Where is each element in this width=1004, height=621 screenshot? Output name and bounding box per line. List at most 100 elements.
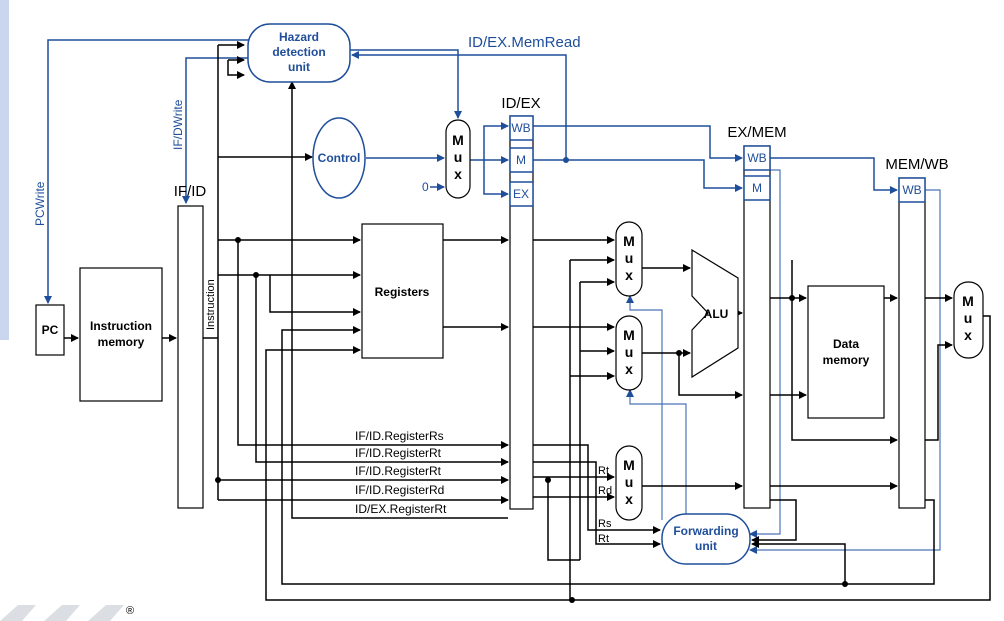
idex-ex-label: EX bbox=[513, 187, 529, 201]
exmem-rd-to-fwd bbox=[751, 499, 797, 544]
imem-label-2: memory bbox=[98, 335, 145, 349]
memwb-wb-label: WB bbox=[902, 183, 921, 197]
idex-ex-field bbox=[509, 181, 534, 207]
writeback-reg-line bbox=[281, 326, 935, 585]
signal-rt2-label: IF/ID.RegisterRt bbox=[355, 464, 442, 478]
destmux-x: x bbox=[625, 491, 633, 507]
control-unit bbox=[312, 117, 366, 199]
signal-idex-rt-label: ID/EX.RegisterRt bbox=[355, 502, 447, 516]
muxb-x: x bbox=[625, 361, 633, 377]
instruction-label: Instruction bbox=[205, 279, 217, 330]
small-rt-fwd-label: Rt bbox=[598, 533, 609, 545]
instruction-memory-block bbox=[79, 267, 163, 402]
exmem-m-field bbox=[743, 175, 771, 201]
fwd-to-muxa-line bbox=[626, 295, 663, 520]
dest-mux bbox=[615, 445, 643, 521]
pcwrite-line bbox=[44, 39, 250, 304]
publisher-logo bbox=[0, 605, 124, 621]
pc-label: PC bbox=[42, 323, 59, 337]
mux-to-wb-line bbox=[470, 122, 509, 161]
destmux-m: M bbox=[623, 457, 635, 473]
wbmux-m: M bbox=[962, 293, 974, 309]
dmem-label-1: Data bbox=[833, 337, 859, 351]
fwd-label-1: Forwarding bbox=[673, 524, 738, 538]
small-rt-label: Rt bbox=[598, 465, 609, 477]
pcwrite-label: PCWrite bbox=[33, 181, 47, 226]
mux-to-ex-line bbox=[483, 160, 509, 198]
idex-rt-to-hazard-line bbox=[288, 81, 508, 519]
signal-rt1-label: IF/ID.RegisterRt bbox=[355, 446, 442, 460]
idex-wb-label: WB bbox=[511, 121, 530, 135]
hazard-label-3: unit bbox=[288, 60, 310, 74]
exmem-register bbox=[743, 145, 771, 509]
muxb-u: u bbox=[625, 344, 634, 360]
memwb-rd-to-fwd bbox=[751, 540, 846, 584]
hazard-label-2: detection bbox=[272, 45, 325, 59]
fwd-to-muxb-line bbox=[626, 389, 687, 520]
signal-rs-label: IF/ID.RegisterRs bbox=[355, 429, 444, 443]
memwb-register bbox=[898, 177, 926, 509]
rt-branch-line bbox=[547, 480, 580, 561]
exmem-m-label: M bbox=[752, 181, 762, 195]
data-memory-block bbox=[807, 285, 885, 419]
control-mux bbox=[445, 119, 471, 199]
control-mux-m: M bbox=[452, 132, 464, 148]
muxb-to-exmem-line bbox=[678, 353, 743, 399]
forward-mux-a bbox=[615, 221, 643, 297]
ifid-rs-line bbox=[237, 240, 509, 449]
idex-wb-to-exmem-wb-line bbox=[533, 125, 743, 162]
page-accent-bar bbox=[0, 0, 9, 340]
rs-to-fwd-line bbox=[533, 444, 661, 534]
idex-m-field bbox=[509, 147, 534, 173]
rt-to-fwd-line bbox=[533, 461, 661, 548]
forward-mux-b bbox=[615, 315, 643, 391]
control-mux-u: u bbox=[454, 149, 463, 165]
control-label: Control bbox=[318, 151, 361, 165]
idex-register bbox=[509, 115, 534, 510]
idex-m-to-exmem-m-line bbox=[533, 159, 743, 192]
ifdwrite-line bbox=[182, 57, 250, 204]
zero-label: 0 bbox=[422, 180, 429, 194]
memwb-wb-field bbox=[898, 177, 926, 203]
idex-memread-label: ID/EX.MemRead bbox=[468, 34, 581, 51]
muxa-u: u bbox=[625, 250, 634, 266]
ifid-label: IF/ID bbox=[174, 183, 207, 200]
forwarding-unit bbox=[661, 513, 751, 565]
small-rs-label: Rs bbox=[598, 518, 612, 530]
exmem-label: EX/MEM bbox=[727, 124, 786, 141]
muxb-m: M bbox=[623, 327, 635, 343]
fwd-label-2: unit bbox=[695, 539, 717, 553]
exmem-bypass-line bbox=[791, 298, 898, 444]
alu-block bbox=[691, 248, 739, 379]
registers-block bbox=[361, 223, 444, 359]
exmem-wb-label: WB bbox=[747, 151, 766, 165]
muxa-m: M bbox=[623, 233, 635, 249]
ifdwrite-label: IF/DWrite bbox=[171, 99, 185, 150]
wbmux-u: u bbox=[964, 310, 973, 326]
control-mux-x: x bbox=[454, 166, 462, 182]
writeback-mux bbox=[953, 281, 984, 359]
wbmux-x: x bbox=[964, 327, 972, 343]
trademark-label: ® bbox=[126, 605, 134, 617]
memread-line bbox=[351, 51, 567, 160]
destmux-u: u bbox=[625, 474, 634, 490]
ifid-register bbox=[177, 205, 204, 509]
dmem-label-2: memory bbox=[823, 353, 870, 367]
exmem-wb-field bbox=[743, 145, 771, 171]
idex-m-label: M bbox=[516, 153, 526, 167]
small-rd-label: Rd bbox=[598, 485, 612, 497]
muxa-x: x bbox=[625, 267, 633, 283]
memwb-to-wbmux-2 bbox=[925, 341, 953, 441]
hazard-detection-unit bbox=[247, 23, 351, 83]
idex-wb-field bbox=[509, 115, 534, 141]
alu-label: ALU bbox=[704, 307, 729, 321]
exmem-regwrite-to-fwd-line bbox=[749, 169, 781, 538]
signal-rd-label: IF/ID.RegisterRd bbox=[355, 483, 444, 497]
bus-to-hazard-3 bbox=[227, 60, 245, 79]
exmem-wb-to-memwb-wb-line bbox=[770, 157, 898, 194]
hazard-label-1: Hazard bbox=[279, 30, 319, 44]
ifid-rt-line-1 bbox=[255, 275, 509, 466]
pc-block bbox=[35, 304, 65, 356]
rt-to-registers-write bbox=[269, 275, 361, 316]
